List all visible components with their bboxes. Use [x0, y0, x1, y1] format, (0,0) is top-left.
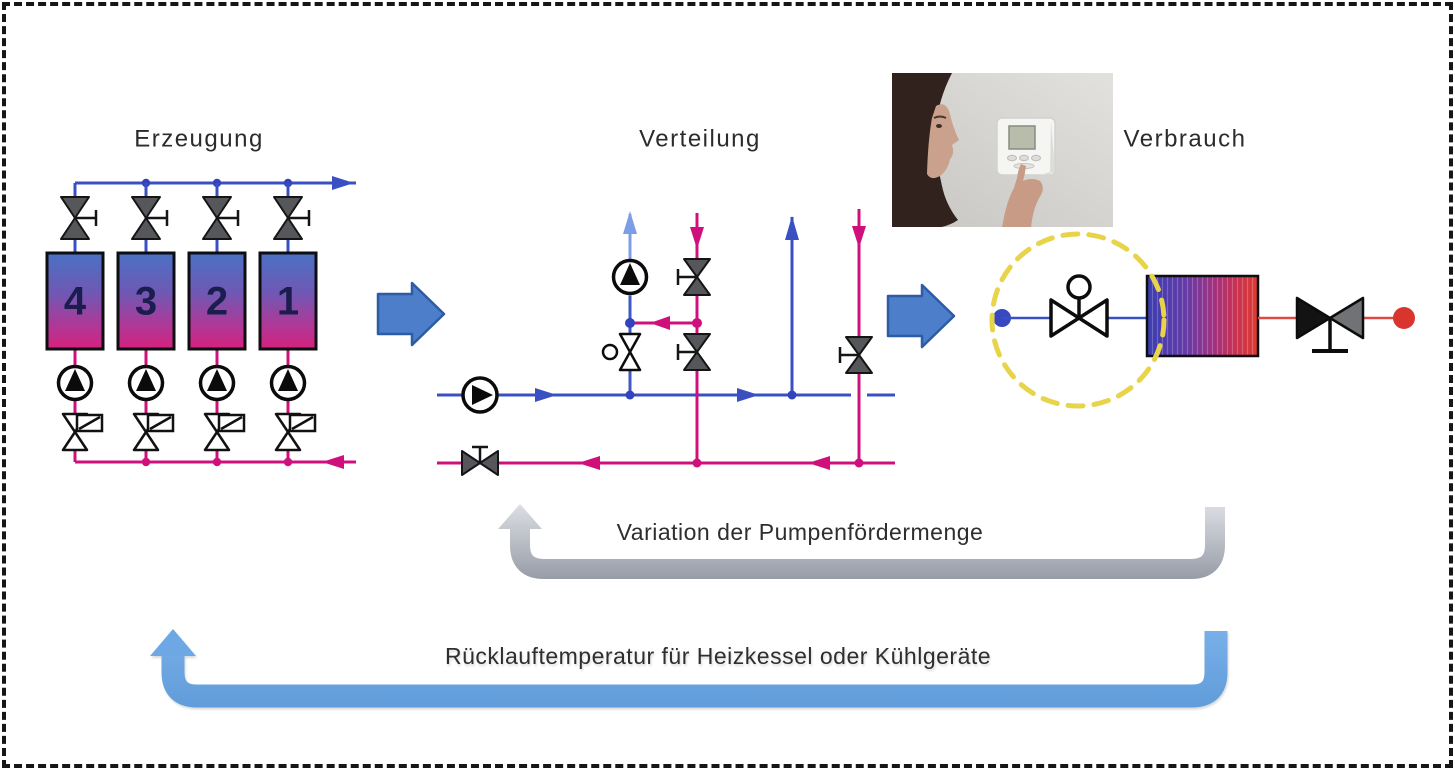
section-flow-arrow-2 [886, 283, 956, 349]
shutoff-valve-icon [131, 196, 169, 240]
generation-section: Erzeugung [45, 125, 356, 469]
return-temperature-label: Rücklauftemperatur für Heizkessel oder K… [445, 643, 991, 669]
junction-dot [625, 390, 635, 400]
pump-flow-label: Variation der Pumpenfördermenge [617, 519, 984, 545]
return-node-dot [1393, 307, 1415, 329]
shutoff-valve-icon [273, 196, 311, 240]
feedback-arrow-pump-flow: Variation der Pumpenfördermenge [498, 504, 1225, 579]
far-return-riser [838, 209, 873, 463]
supply-riser [785, 216, 799, 395]
boiler-branch-2: 2 [187, 183, 247, 462]
highlight-dashed-circle [989, 231, 1167, 409]
control-valve-icon [1049, 274, 1109, 338]
boiler [258, 251, 318, 351]
pump-icon [269, 364, 307, 402]
motor-valve-icon [132, 412, 175, 452]
junction-dot [787, 390, 797, 400]
shutoff-valve-icon [676, 258, 711, 296]
boiler-number: 1 [277, 280, 299, 324]
boiler [187, 251, 247, 351]
balancing-valve-icon [601, 332, 642, 372]
thermostat-photo [892, 73, 1113, 227]
pump-icon [611, 258, 649, 296]
main-pump-icon [461, 376, 499, 414]
pump-icon [198, 364, 236, 402]
woman-profile [892, 73, 959, 227]
shutoff-valve-icon [676, 333, 711, 371]
distribution-title: Verteilung [639, 125, 761, 152]
distribution-supply-line [437, 388, 895, 402]
return-shutoff-valve-icon [461, 445, 499, 476]
shutoff-valve-icon [202, 196, 240, 240]
feedback-arrow-return-temp: Rücklauftemperatur für Heizkessel oder K… [150, 629, 1228, 708]
shutoff-valve-icon [60, 196, 98, 240]
boiler [116, 251, 176, 351]
boiler [45, 251, 105, 351]
boiler-branch-1: 1 [258, 183, 318, 462]
section-flow-arrow-1 [376, 281, 446, 347]
bypass-return-riser [625, 213, 711, 463]
consumption-section: Verbrauch [892, 73, 1415, 409]
boiler-branch-4: 4 [45, 183, 105, 462]
mixing-branch [625, 316, 702, 330]
flow-direction-arrowhead [332, 176, 354, 190]
motor-valve-icon [274, 412, 317, 452]
motor-valve-icon [203, 412, 246, 452]
boiler-branch-3: 3 [116, 183, 176, 462]
generation-title: Erzeugung [134, 125, 264, 152]
boiler-number: 4 [64, 280, 87, 324]
motor-valve-icon [61, 412, 104, 452]
distribution-return-line [437, 445, 895, 476]
boiler-number: 3 [135, 280, 157, 324]
lockshield-valve-icon [1295, 296, 1365, 353]
pump-icon [127, 364, 165, 402]
pointing-hand [1002, 164, 1043, 227]
consumption-title: Verbrauch [1124, 125, 1247, 152]
pump-icon [56, 364, 94, 402]
consumer-circuit [989, 231, 1415, 409]
secondary-riser [601, 211, 649, 395]
shutoff-valve-icon [838, 336, 873, 374]
distribution-section: Verteilung [437, 125, 895, 476]
boiler-number: 2 [206, 280, 228, 324]
thermostat-device [996, 117, 1056, 176]
flow-direction-arrowhead [322, 455, 344, 469]
